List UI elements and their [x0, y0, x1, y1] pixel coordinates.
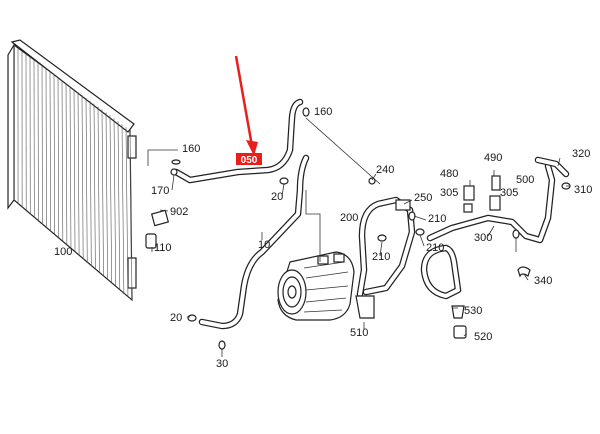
- leader-lines: [147, 117, 570, 357]
- callout-100: 100: [54, 246, 72, 258]
- highlighted-part-label: 050: [236, 153, 262, 166]
- callout-160: 160: [314, 106, 332, 118]
- callout-300: 300: [474, 232, 492, 244]
- callout-170: 170: [151, 185, 169, 197]
- callout-160: 160: [182, 143, 200, 155]
- callout-320: 320: [572, 148, 590, 160]
- callout-110: 110: [154, 242, 172, 254]
- callout-250: 250: [414, 192, 432, 204]
- callout-210: 210: [372, 251, 390, 263]
- callout-510: 510: [350, 327, 368, 339]
- highlight-label-text: 050: [241, 155, 258, 166]
- callout-10: 10: [258, 239, 270, 251]
- callout-30: 30: [216, 358, 228, 370]
- callout-210: 210: [426, 242, 444, 254]
- callout-520: 520: [474, 331, 492, 343]
- condenser-part: [7, 39, 137, 302]
- callout-200: 200: [340, 212, 358, 224]
- small-components: [145, 107, 571, 350]
- callout-480: 480: [440, 168, 458, 180]
- highlight-arrow: [234, 55, 258, 156]
- callout-500: 500: [516, 174, 534, 186]
- callout-490: 490: [484, 152, 502, 164]
- callout-210: 210: [428, 213, 446, 225]
- callout-20: 20: [271, 191, 283, 203]
- refrigerant-lines: [172, 98, 570, 330]
- callout-340: 340: [534, 275, 552, 287]
- callout-20: 20: [170, 312, 182, 324]
- callout-305: 305: [440, 187, 458, 199]
- callout-530: 530: [464, 305, 482, 317]
- callout-240: 240: [376, 164, 394, 176]
- compressor-part: [277, 251, 355, 321]
- callout-310: 310: [574, 184, 592, 196]
- callout-305: 305: [500, 187, 518, 199]
- callout-902: 902: [170, 206, 188, 218]
- callout-labels: 10 20 20 30 100 110 160 160 170 200 210 …: [54, 106, 592, 370]
